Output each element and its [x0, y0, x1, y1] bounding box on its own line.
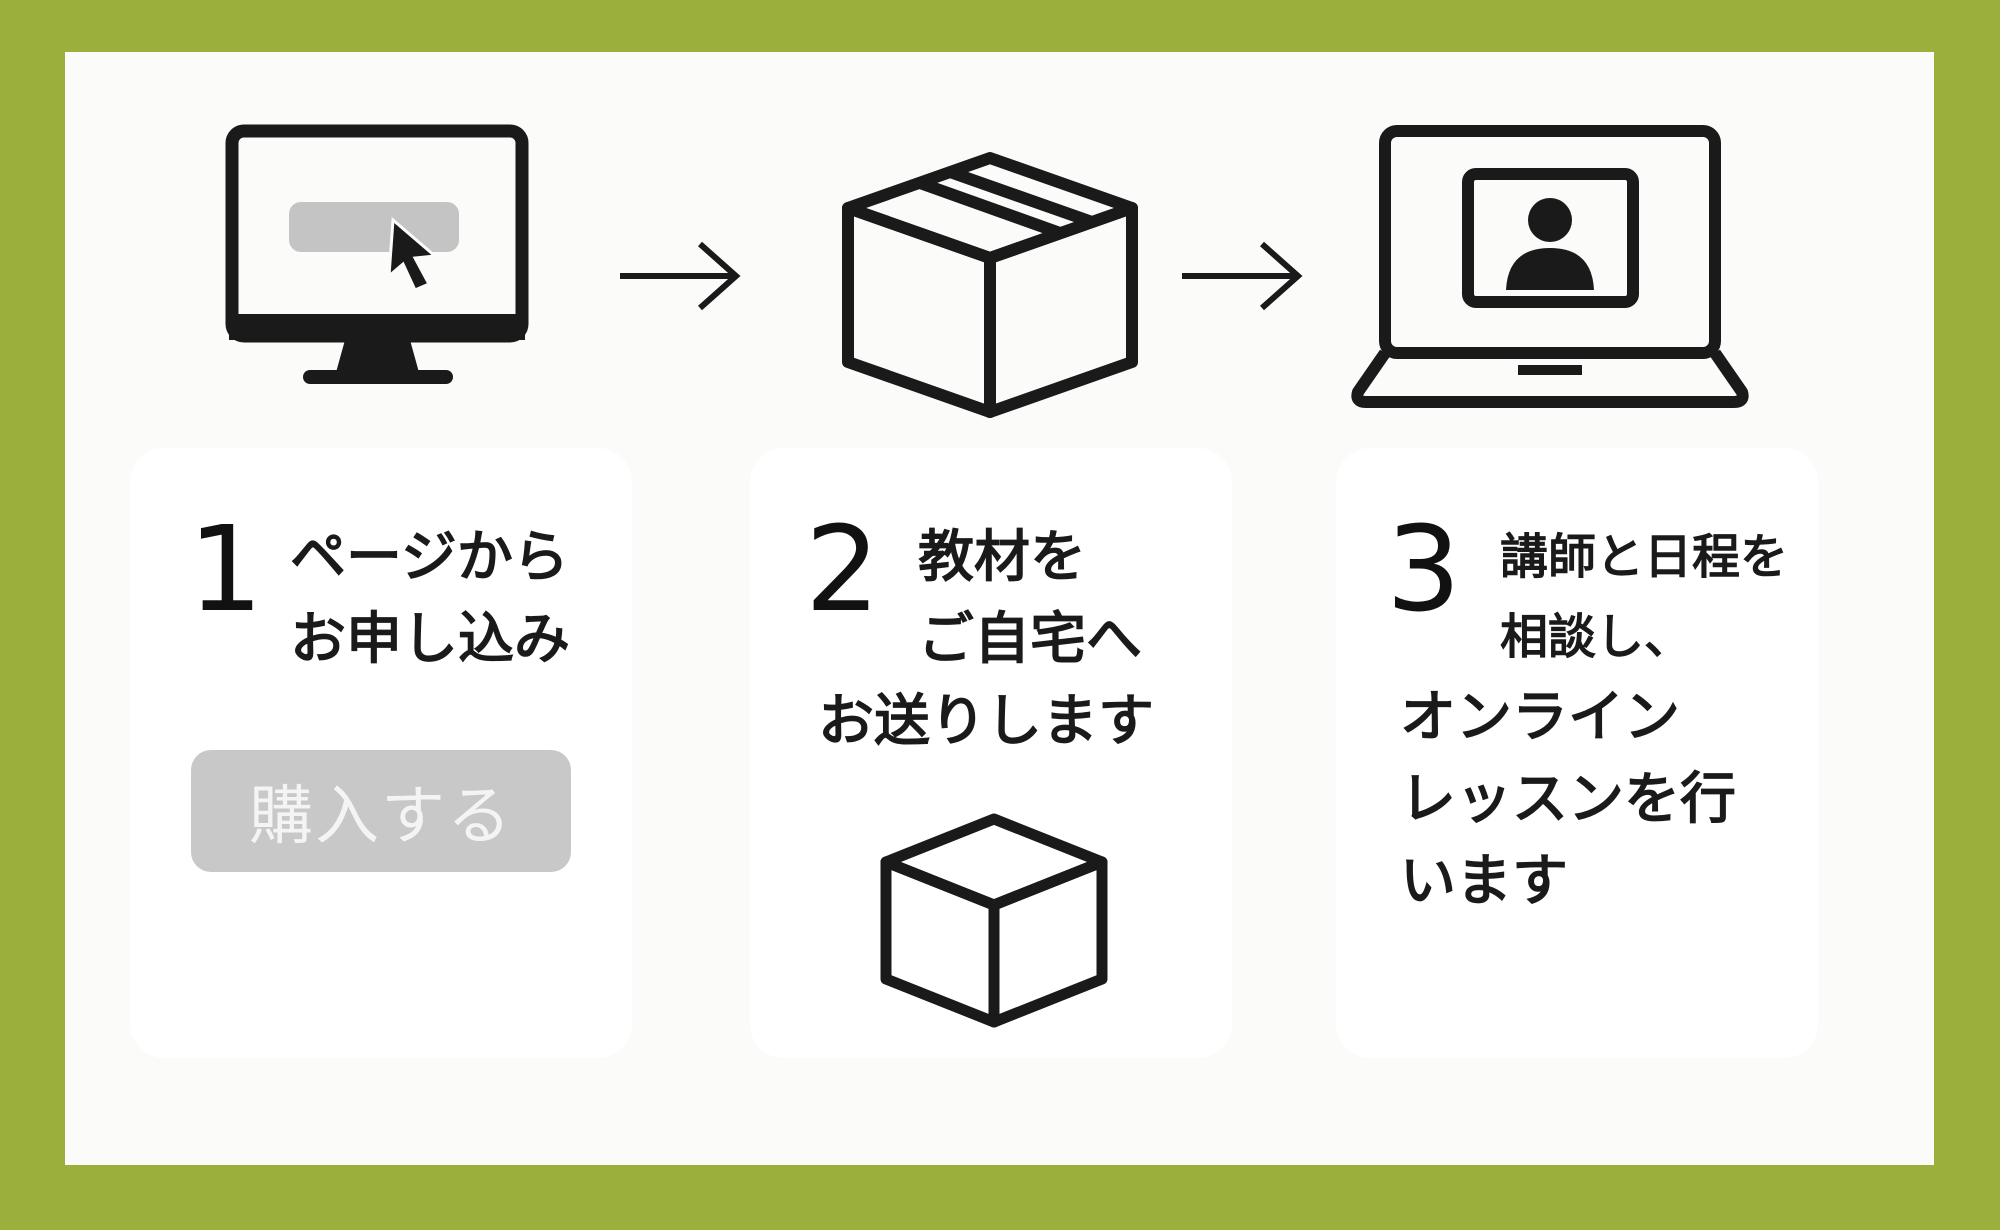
step-3-number: 3 — [1386, 500, 1461, 638]
cardboard-box-icon — [842, 152, 1138, 418]
step-2-number: 2 — [805, 500, 880, 638]
step-3-card — [1336, 448, 1818, 1058]
arrow-right-icon — [620, 241, 741, 311]
arrow-right-icon — [1182, 241, 1303, 311]
step-3-line: 講師と日程を — [1500, 529, 1789, 585]
box-icon — [880, 813, 1108, 1028]
purchase-button[interactable]: 購入する — [191, 750, 571, 872]
step-3-text: 講師と日程を 相談し、 オンライン レッスンを行 います — [1400, 517, 1788, 923]
laptop-video-call-icon — [1351, 125, 1749, 408]
desktop-monitor-icon — [225, 124, 529, 384]
step-1-number: 1 — [188, 500, 263, 638]
step-3-line: オンライン — [1400, 685, 1680, 750]
step-2-line: お送りします — [818, 689, 1154, 754]
step-3-line: います — [1400, 849, 1568, 914]
step-3-line: レッスンを行 — [1400, 767, 1736, 832]
step-3-line: 相談し、 — [1500, 609, 1693, 665]
step-2-text: 教材を ご自宅へ お送りします — [818, 517, 1154, 763]
step-2-line: ご自宅へ — [918, 607, 1142, 672]
step-1-line: ページから — [290, 525, 569, 590]
step-2-line: 教材を — [918, 525, 1086, 590]
step-1-text: ページから お申し込み — [290, 517, 570, 681]
step-1-line: お申し込み — [290, 607, 570, 672]
